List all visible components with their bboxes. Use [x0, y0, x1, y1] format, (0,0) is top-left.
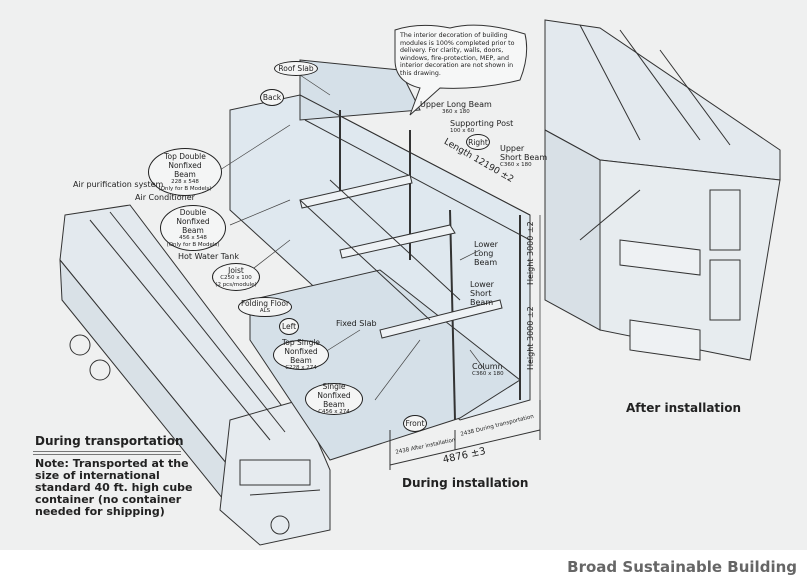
height-upper-dimension: Height 3000 ±2 — [526, 221, 535, 285]
during-transportation-title: During transportation — [35, 434, 184, 448]
image-caption: Broad Sustainable Building — [567, 558, 797, 576]
air-purification-label: Air purification system — [73, 180, 164, 189]
roof-slab-label: Roof Slab — [274, 61, 318, 76]
truck-drawing — [59, 204, 331, 546]
during-installation-title: During installation — [402, 476, 529, 490]
height-lower-dimension: Height 3000 ±2 — [526, 306, 535, 370]
callout-text: The interior decoration of building modu… — [400, 32, 515, 77]
transport-note: Note: Transported at the size of interna… — [35, 457, 193, 518]
diagram-canvas: The interior decoration of building modu… — [0, 0, 807, 550]
lower-long-beam-label: Lower Long Beam — [474, 240, 498, 267]
hot-water-tank-label: Hot Water Tank — [178, 252, 239, 261]
front-label: Front — [403, 415, 427, 432]
after-installation-title: After installation — [626, 401, 742, 415]
building-drawing — [544, 19, 781, 361]
left-label: Left — [279, 318, 299, 335]
divider — [33, 454, 181, 455]
fixed-slab-label: Fixed Slab — [336, 319, 377, 328]
back-label: Back — [260, 89, 284, 106]
callout-bubble — [394, 24, 528, 116]
air-conditioner-label: Air Conditioner — [135, 193, 195, 202]
right-label: Right — [466, 134, 490, 150]
divider — [33, 451, 181, 452]
lower-short-beam-label: Lower Short Beam — [470, 280, 494, 307]
